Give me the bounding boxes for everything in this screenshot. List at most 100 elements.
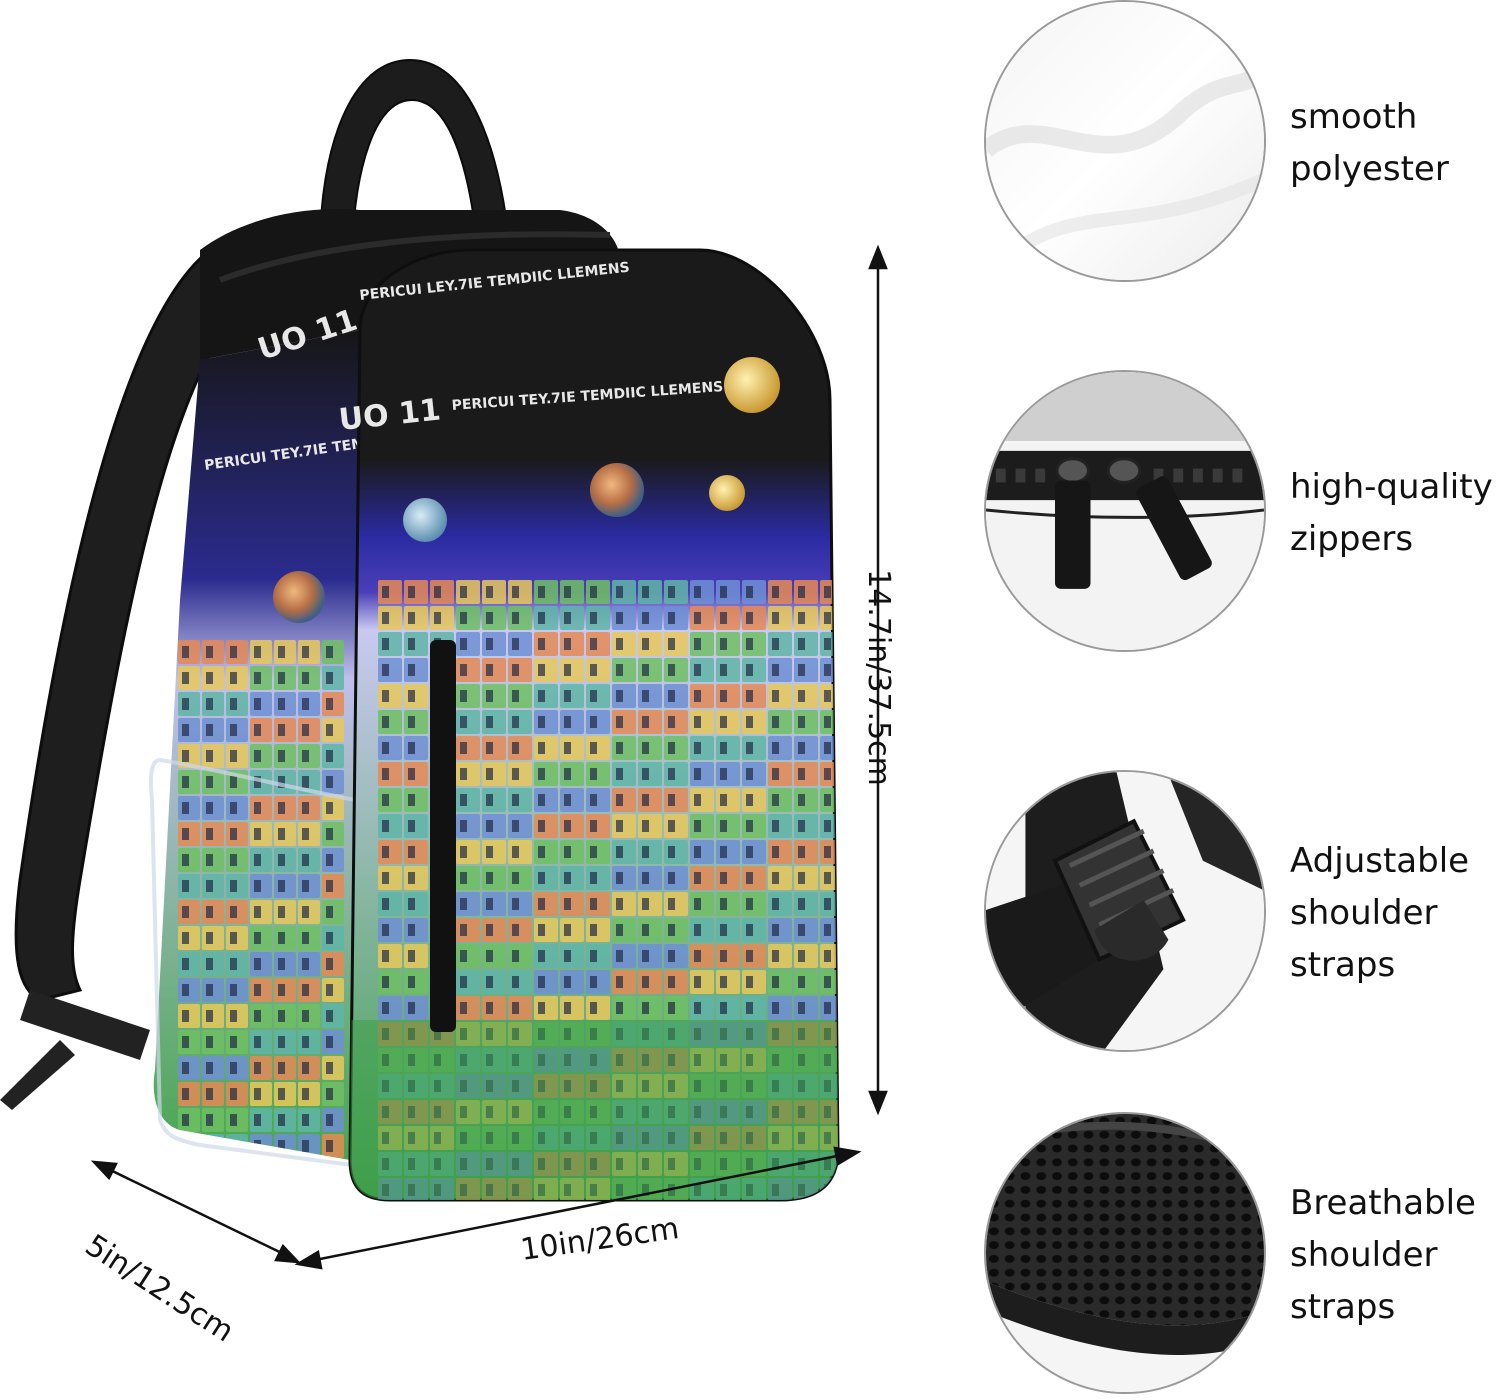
print-cell-mark [512, 768, 519, 780]
print-cell-mark [616, 638, 623, 650]
print-cell-mark [486, 846, 493, 858]
print-cell [430, 606, 454, 630]
print-cell [638, 632, 662, 656]
print-cell [456, 892, 480, 916]
print-cell-mark [824, 872, 831, 884]
print-cell [768, 736, 792, 760]
print-cell [508, 892, 532, 916]
print-cell-mark [326, 724, 333, 736]
print-cell [794, 710, 818, 734]
print-cell [742, 866, 766, 890]
print-cell [586, 840, 610, 864]
print-cell-mark [564, 924, 571, 936]
print-cell [820, 736, 838, 760]
print-cell-mark [254, 906, 261, 918]
print-cell-mark [486, 664, 493, 676]
print-cell-mark [538, 742, 545, 754]
print-cell-mark [182, 802, 189, 814]
print-cell [482, 918, 506, 942]
print-cell-mark [302, 906, 309, 918]
print-cell [768, 788, 792, 812]
print-cell [226, 1134, 248, 1158]
print-cell [378, 970, 402, 994]
print-cell [742, 606, 766, 630]
print-cell [768, 658, 792, 682]
print-cell [638, 970, 662, 994]
print-cell-mark [278, 776, 285, 788]
print-cell-mark [590, 638, 597, 650]
print-cell-mark [590, 612, 597, 624]
print-cell-mark [512, 586, 519, 598]
print-cell [664, 632, 688, 656]
print-cell-mark [538, 768, 545, 780]
print-cell-mark [668, 1002, 675, 1014]
print-cell-mark [326, 906, 333, 918]
print-cell-mark [278, 672, 285, 684]
print-cell-mark [642, 768, 649, 780]
print-cell [378, 762, 402, 786]
print-cell [768, 918, 792, 942]
print-cell-mark [590, 794, 597, 806]
dimension-arrows [90, 244, 888, 1270]
print-cell-mark [616, 794, 623, 806]
print-cell [560, 866, 584, 890]
print-cell [742, 996, 766, 1020]
print-cell-mark [798, 950, 805, 962]
print-cell [534, 814, 558, 838]
print-cell-mark [642, 976, 649, 988]
print-cell-mark [230, 1036, 237, 1048]
print-cell-mark [746, 664, 753, 676]
print-cell [586, 710, 610, 734]
print-cell-mark [642, 820, 649, 832]
print-cell-mark [720, 638, 727, 650]
print-cell-mark [408, 586, 415, 598]
print-cell-mark [302, 880, 309, 892]
print-cell [638, 814, 662, 838]
print-cell [404, 814, 428, 838]
print-cell-mark [230, 672, 237, 684]
print-cell-mark [798, 586, 805, 598]
print-cell-mark [616, 664, 623, 676]
print-cell-mark [538, 664, 545, 676]
print-cell [612, 944, 636, 968]
print-cell [456, 944, 480, 968]
print-cell [742, 840, 766, 864]
print-cell [794, 840, 818, 864]
print-cell [404, 788, 428, 812]
print-cell-mark [302, 984, 309, 996]
print-cell-mark [746, 742, 753, 754]
print-cell [404, 684, 428, 708]
print-cell-mark [278, 932, 285, 944]
print-cell [456, 840, 480, 864]
print-cell-mark [668, 846, 675, 858]
print-cell [794, 944, 818, 968]
print-cell-mark [460, 950, 467, 962]
print-cell-mark [720, 690, 727, 702]
print-cell [742, 684, 766, 708]
print-cell-mark [206, 906, 213, 918]
print-cell-mark [772, 950, 779, 962]
print-cell [560, 736, 584, 760]
print-cell-mark [302, 1062, 309, 1074]
print-cell [534, 658, 558, 682]
print-cell-mark [278, 828, 285, 840]
print-cell [638, 788, 662, 812]
print-cell [638, 606, 662, 630]
print-cell [690, 944, 714, 968]
print-cell-mark [824, 820, 831, 832]
print-cell [560, 892, 584, 916]
print-cell-mark [564, 794, 571, 806]
print-cell-mark [772, 742, 779, 754]
top-zipper-seam [218, 231, 611, 283]
print-cell-mark [182, 1010, 189, 1022]
print-cell-mark [408, 976, 415, 988]
print-cell [612, 788, 636, 812]
fabric-swatch-icon [984, 0, 1266, 282]
print-cell [820, 918, 838, 942]
print-cell-mark [538, 976, 545, 988]
print-cell-mark [772, 794, 779, 806]
print-cell [768, 632, 792, 656]
print-cell [508, 580, 532, 604]
print-cell-mark [720, 846, 727, 858]
print-cell-mark [182, 932, 189, 944]
